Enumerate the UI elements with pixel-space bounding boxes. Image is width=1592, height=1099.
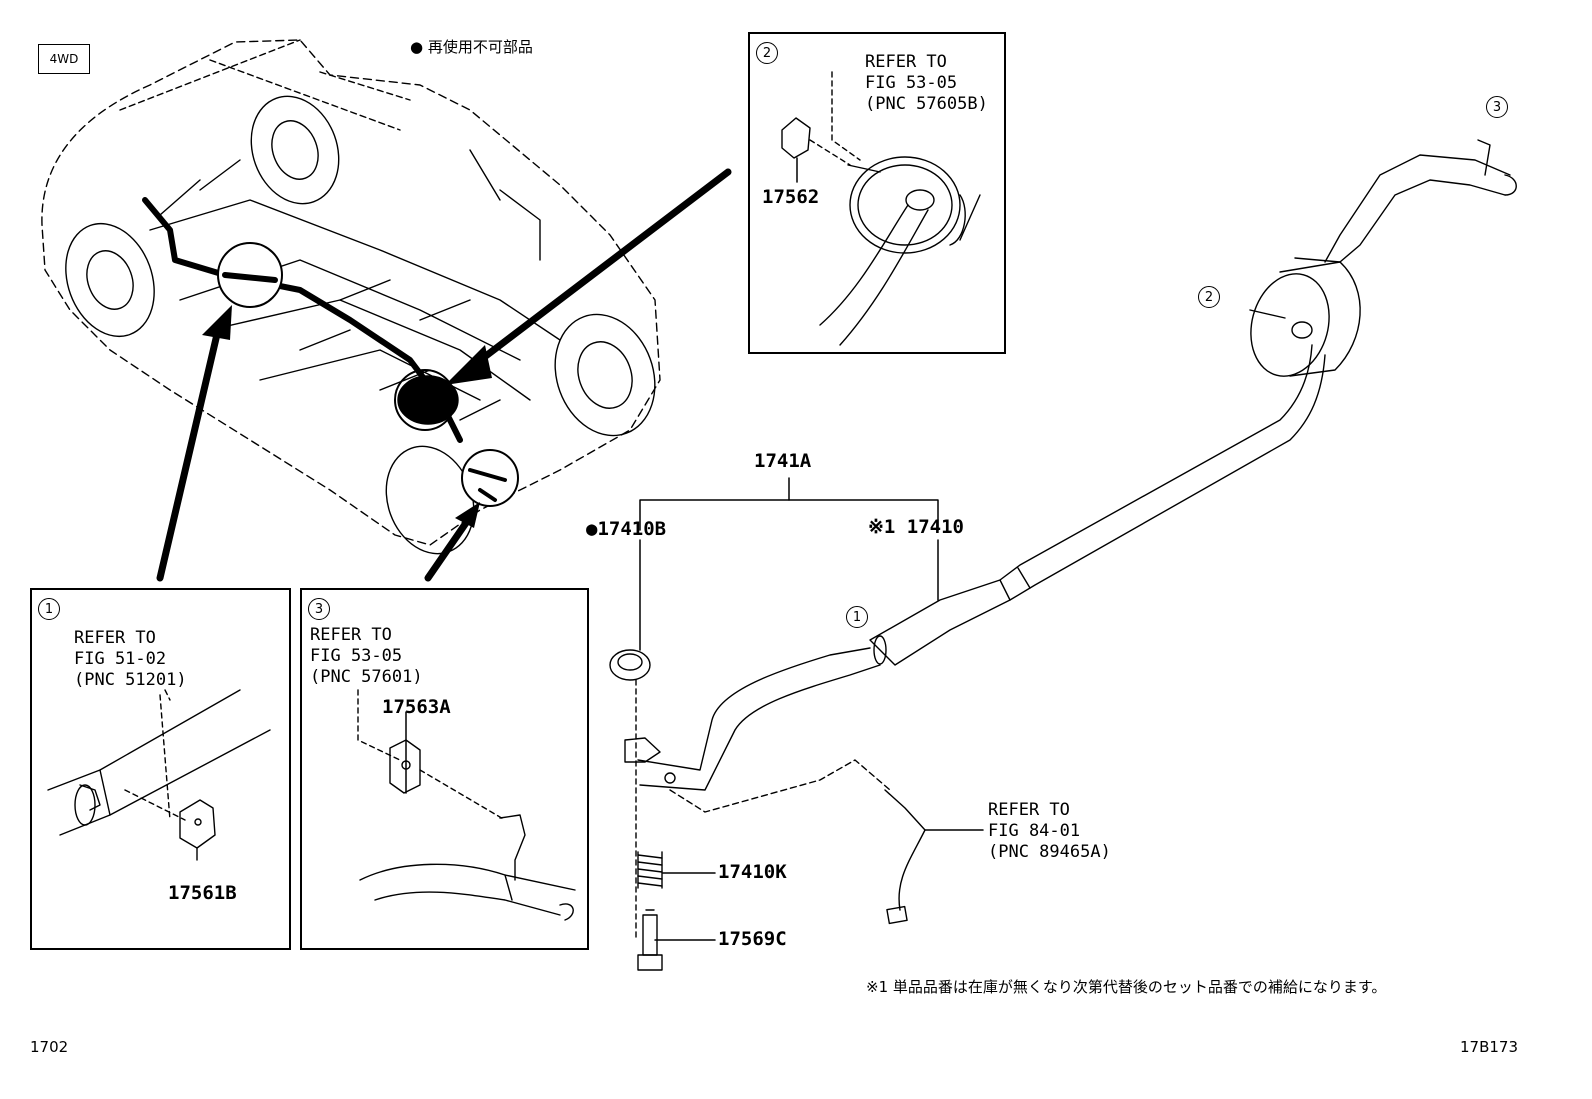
drive-type-tag: 4WD	[38, 44, 90, 74]
inset-3-box	[300, 588, 589, 950]
inset-2-marker: 2	[756, 42, 778, 64]
page-code-right: 17B173	[1460, 1038, 1519, 1056]
part-number-17569c: 17569C	[718, 928, 787, 950]
page-code-left: 1702	[30, 1038, 69, 1056]
oxygen-sensor-reference: REFER TO FIG 84-01 (PNC 89465A)	[988, 800, 1111, 862]
part-number-1741a: 1741A	[754, 450, 812, 472]
tailpipe-marker-3: 3	[1486, 96, 1508, 118]
nonreusable-parts-note: ● 再使用不可部品	[410, 38, 533, 56]
footnote-supply: ※1 単品品番は在庫が無くなり次第代替後のセット品番での補給になります。	[866, 978, 1387, 996]
vehicle-underbody-illustration	[41, 39, 661, 555]
inset-1-drawing	[47, 689, 271, 861]
part-number-17410: ※1 17410	[868, 516, 964, 538]
exhaust-pipe-assembly	[609, 139, 1517, 971]
inset-2-drawing	[781, 71, 981, 346]
inset-3-reference: REFER TO FIG 53-05 (PNC 57601)	[310, 625, 423, 687]
inset-2-reference: REFER TO FIG 53-05 (PNC 57605B)	[865, 52, 988, 114]
part-number-17563a: 17563A	[382, 696, 451, 718]
inset-3-drawing	[357, 689, 576, 921]
inset-2-box	[748, 32, 1006, 354]
part-number-17410b: ●17410B	[586, 518, 667, 540]
inset-1-box	[30, 588, 291, 950]
part-number-17562: 17562	[762, 186, 820, 208]
rear-muffler-marker-2: 2	[1198, 286, 1220, 308]
center-pipe-marker-1: 1	[846, 606, 868, 628]
part-number-17410k: 17410K	[718, 861, 787, 883]
callout-arrows	[156, 168, 732, 582]
leader-lines	[405, 157, 984, 941]
part-number-17561b: 17561B	[168, 882, 237, 904]
inset-3-marker: 3	[308, 598, 330, 620]
inset-1-marker: 1	[38, 598, 60, 620]
inset-1-reference: REFER TO FIG 51-02 (PNC 51201)	[74, 628, 187, 690]
